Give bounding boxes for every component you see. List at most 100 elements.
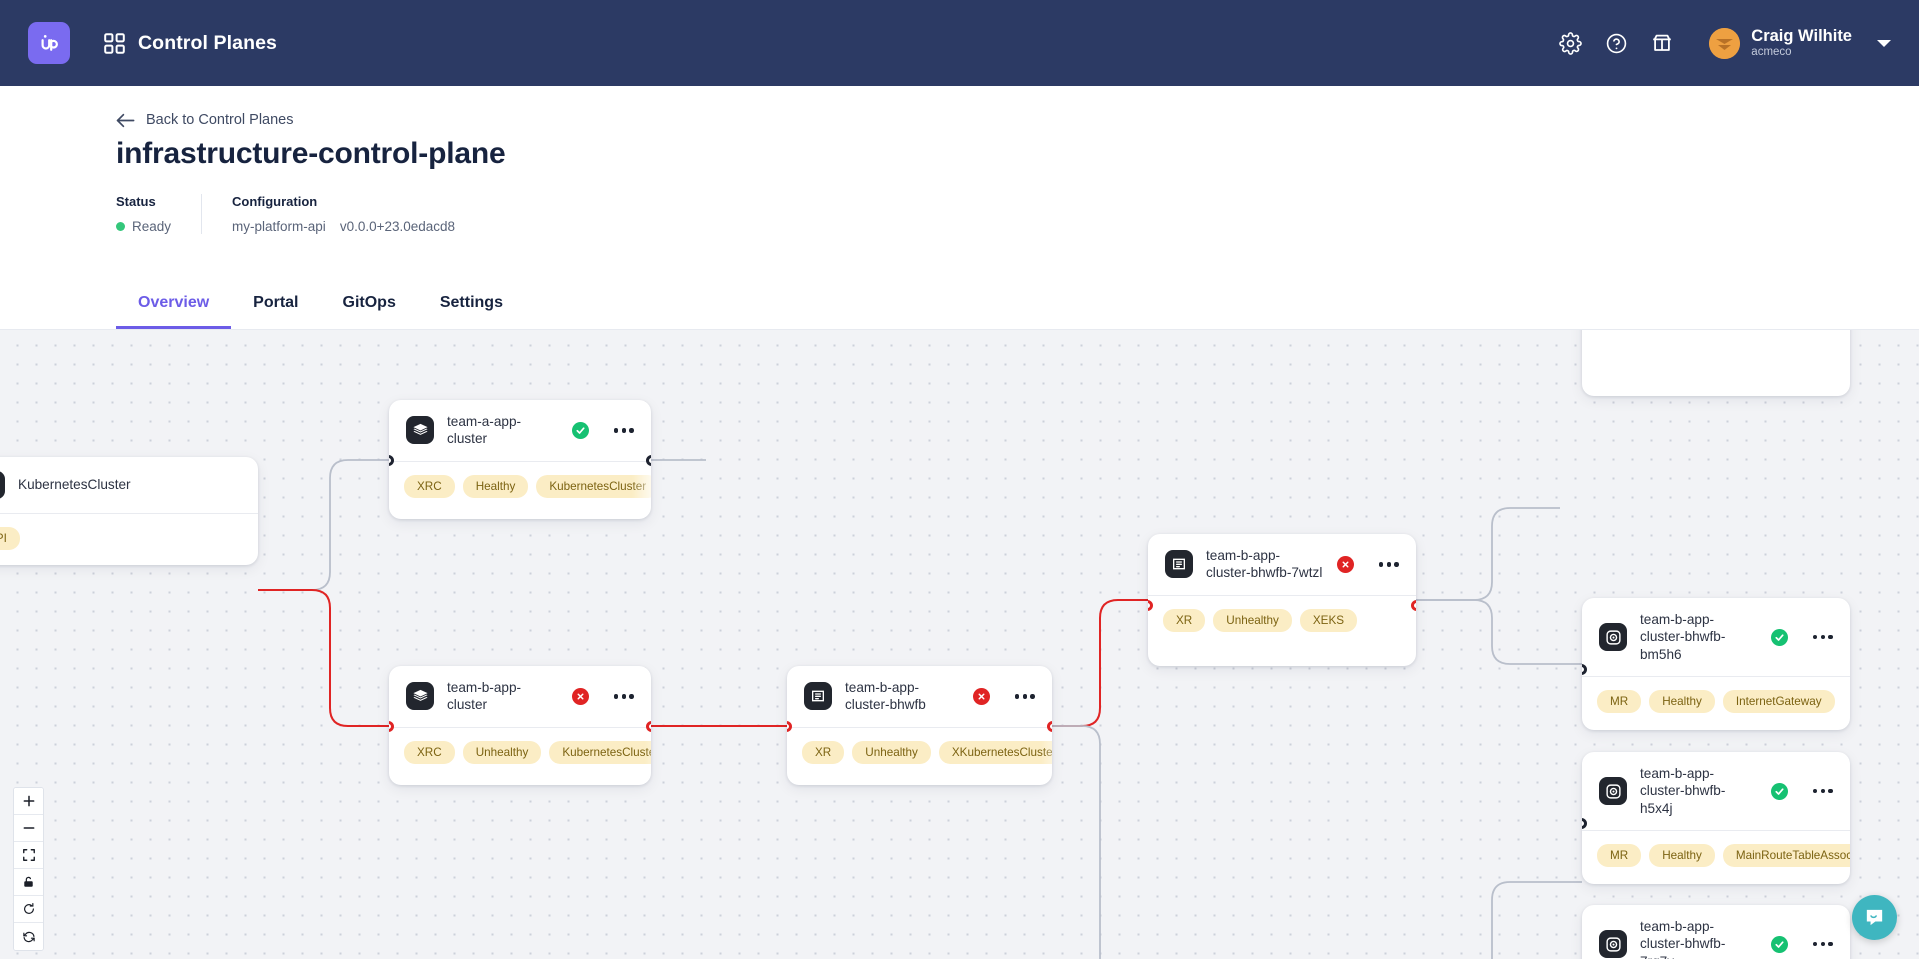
status-ok-icon <box>571 421 589 439</box>
node-menu-button[interactable] <box>1014 694 1035 699</box>
node-tags: XRC Healthy KubernetesCluster <box>389 462 651 513</box>
topbar-actions: Craig Wilhite acmeco <box>1547 20 1891 66</box>
tab-settings[interactable]: Settings <box>439 294 503 311</box>
node-handle-right[interactable] <box>646 721 651 732</box>
node-title: team-b-app-cluster-bhwfb-h5x4j <box>1640 766 1726 816</box>
user-org: acmeco <box>1751 45 1792 58</box>
node-handle-right[interactable] <box>646 455 651 466</box>
node-menu-button[interactable] <box>613 428 634 433</box>
configuration-version: v0.0.0+23.0edacd8 <box>339 219 456 234</box>
node-divider <box>1148 594 1416 596</box>
node-tag: InternetGateway <box>1722 690 1835 714</box>
graph-node-kubernetescluster[interactable]: KubernetesCluster API <box>0 457 258 565</box>
node-menu-button[interactable] <box>1378 562 1399 567</box>
node-header: KubernetesCluster <box>0 457 258 513</box>
lock-icon[interactable] <box>14 869 43 896</box>
node-handle-right[interactable] <box>1047 721 1052 732</box>
node-title: team-b-app-cluster-bhwfb-7rq7v <box>1640 919 1726 959</box>
tab-portal[interactable]: Portal <box>253 294 299 311</box>
node-handle-right[interactable] <box>1411 600 1416 611</box>
reset-icon[interactable] <box>14 896 43 923</box>
node-handle-left[interactable] <box>1582 818 1587 829</box>
node-tag: Unhealthy <box>852 740 931 764</box>
node-tag: MainRouteTableAssociation <box>1722 844 1850 868</box>
node-handle-left[interactable] <box>787 721 792 732</box>
node-tag: XEKS <box>1299 608 1358 632</box>
node-divider <box>0 513 258 514</box>
node-tag: Unhealthy <box>1213 608 1292 632</box>
node-handle-left[interactable] <box>389 455 394 466</box>
node-divider <box>1582 676 1850 678</box>
upbound-logo[interactable] <box>28 22 70 64</box>
nav-title: Control Planes <box>138 31 278 54</box>
node-tag: KubernetesCluster <box>549 740 651 764</box>
fit-view-icon[interactable] <box>14 842 43 869</box>
tab-overview[interactable]: Overview <box>116 284 232 329</box>
node-header: team-b-app-cluster-bhwfb <box>787 666 1052 727</box>
user-menu[interactable]: Craig Wilhite acmeco <box>1709 27 1891 59</box>
page-title: infrastructure-control-plane <box>116 137 506 170</box>
tab-gitops[interactable]: GitOps <box>342 294 396 311</box>
chevron-down-icon[interactable] <box>1877 39 1891 47</box>
gear-icon[interactable] <box>1547 20 1593 66</box>
up-logo-icon <box>41 35 58 51</box>
graph-node-team-b-app-cluster-bhwfb[interactable]: team-b-app-cluster-bhwfb XR Unhealthy XK… <box>787 666 1052 785</box>
node-tag: MR <box>1597 844 1642 868</box>
stack-icon <box>406 416 434 445</box>
node-tag: API <box>0 527 20 550</box>
configuration-name: my-platform-api <box>232 219 326 234</box>
back-to-control-planes-link[interactable]: Back to Control Planes <box>116 112 294 128</box>
graph-node-team-a-app-cluster[interactable]: team-a-app-cluster XRC Healthy Kubernete… <box>389 400 651 519</box>
node-tag: Healthy <box>1649 844 1715 868</box>
graph-node-team-b-app-cluster-bhwfb-bm5h6[interactable]: team-b-app-cluster-bhwfb-bm5h6 MR Health… <box>1582 598 1850 730</box>
tab-bar: Overview Portal GitOps Settings <box>116 284 525 329</box>
status-ok-icon <box>1770 628 1788 646</box>
node-handle-left[interactable] <box>1582 664 1587 675</box>
status-value: Ready <box>132 219 172 234</box>
configuration-block: Configuration my-platform-api v0.0.0+23.… <box>201 194 485 234</box>
resource-graph-canvas[interactable]: KubernetesCluster API team-a-app-cluster <box>0 329 1919 959</box>
avatar <box>1709 27 1741 59</box>
node-handle-left[interactable] <box>389 721 394 732</box>
node-title: team-b-app-cluster-bhwfb <box>845 680 926 713</box>
chat-launcher-button[interactable] <box>1852 895 1897 940</box>
node-tag: MR <box>1597 690 1642 714</box>
node-tag: XRC <box>404 740 455 764</box>
graph-node-team-b-app-cluster-bhwfb-7wtzl[interactable]: team-b-app-cluster-bhwfb-7wtzl XR Unheal… <box>1148 534 1416 666</box>
graph-node-clipped-top[interactable] <box>1582 330 1850 396</box>
node-divider <box>787 726 1052 728</box>
status-ok-icon <box>1770 782 1788 800</box>
node-tags: API <box>0 514 258 565</box>
control-planes-nav[interactable]: Control Planes <box>104 32 277 55</box>
graph-node-team-b-app-cluster-bhwfb-7rq7v[interactable]: team-b-app-cluster-bhwfb-7rq7v MR Health… <box>1582 905 1850 959</box>
graph-node-team-b-app-cluster[interactable]: team-b-app-cluster XRC Unhealthy Kuberne… <box>389 666 651 785</box>
marketplace-icon[interactable] <box>1639 20 1685 66</box>
node-tag: XKubernetesCluster <box>938 740 1052 764</box>
node-handle-left[interactable] <box>1148 600 1153 611</box>
node-tag: Healthy <box>462 474 529 498</box>
status-error-icon <box>1336 555 1354 573</box>
status-badge: Ready <box>116 219 171 234</box>
page-header: Back to Control Planes infrastructure-co… <box>0 86 1919 329</box>
zoom-out-icon[interactable] <box>14 815 43 842</box>
zoom-in-icon[interactable] <box>14 788 43 815</box>
kubernetes-icon <box>0 471 5 499</box>
status-dot-icon <box>116 222 125 231</box>
node-header: team-b-app-cluster-bhwfb-bm5h6 <box>1582 598 1850 676</box>
node-title: team-a-app-cluster <box>447 414 522 447</box>
grid-icon <box>104 32 125 54</box>
node-header: team-b-app-cluster-bhwfb-7wtzl <box>1148 534 1416 595</box>
node-title: team-b-app-cluster-bhwfb-7wtzl <box>1206 548 1323 581</box>
help-icon[interactable] <box>1593 20 1639 66</box>
node-divider <box>389 460 651 462</box>
node-title: KubernetesCluster <box>18 477 131 493</box>
node-menu-button[interactable] <box>1812 634 1833 640</box>
node-menu-button[interactable] <box>1812 788 1833 794</box>
node-menu-button[interactable] <box>1812 941 1833 947</box>
sync-icon[interactable] <box>14 923 43 950</box>
stack-icon <box>406 682 434 711</box>
graph-node-team-b-app-cluster-bhwfb-h5x4j[interactable]: team-b-app-cluster-bhwfb-h5x4j MR Health… <box>1582 752 1850 884</box>
node-tags: MR Healthy InternetGateway <box>1582 677 1850 728</box>
node-menu-button[interactable] <box>613 694 634 699</box>
node-tag: XRC <box>404 474 455 498</box>
